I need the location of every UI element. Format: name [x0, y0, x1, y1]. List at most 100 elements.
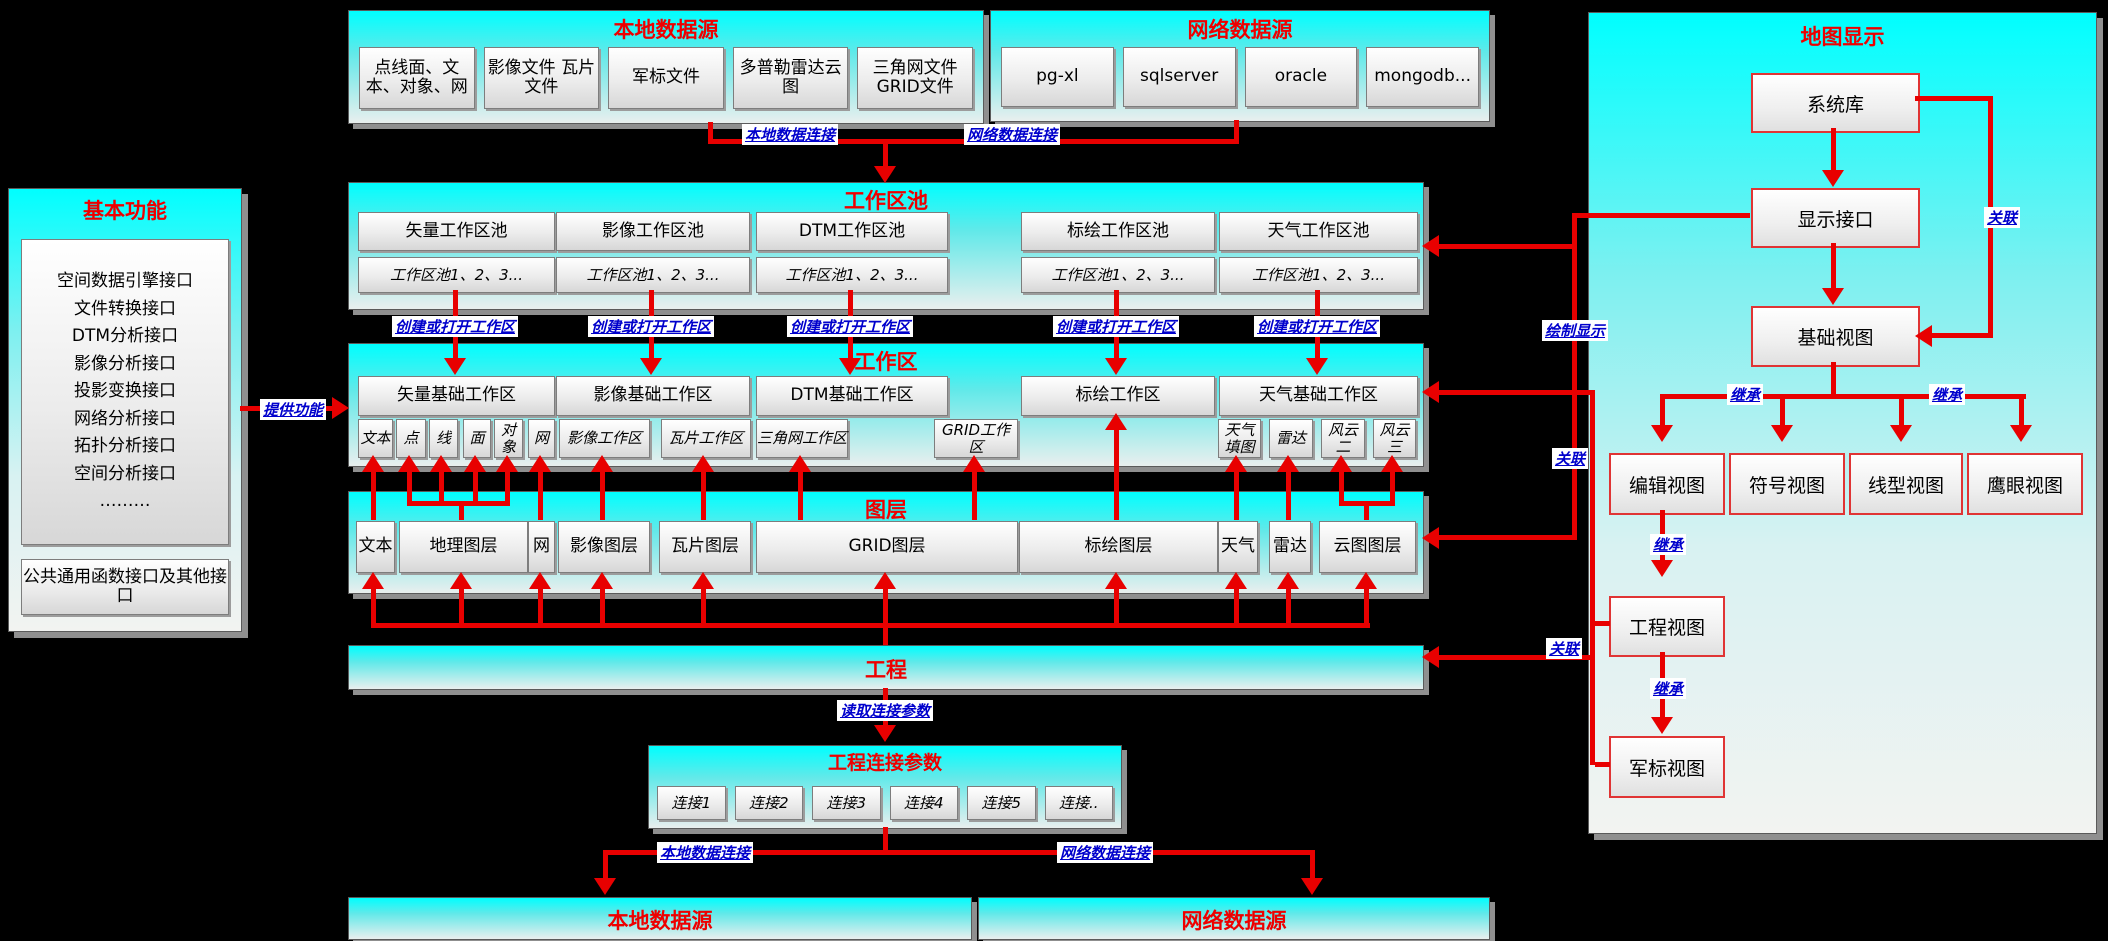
connector-line: [1660, 394, 2026, 399]
arrow-down: [1306, 358, 1328, 375]
connector-line: [798, 469, 803, 520]
node-display-interface: 显示接口: [1751, 188, 1920, 248]
ws-sub-area: 面: [463, 419, 491, 458]
label-inherit-3: 继承: [1649, 534, 1687, 555]
label-inherit-1: 继承: [1726, 384, 1764, 405]
label-inherit-4: 继承: [1649, 678, 1687, 699]
bottom-network-source-band: 网络数据源: [978, 897, 1490, 940]
conn-5: 连接5: [967, 786, 1036, 820]
connector-line: [883, 142, 888, 167]
workspace-title: 工作区: [854, 350, 918, 374]
arrow-down: [1651, 717, 1673, 734]
arrow-down: [594, 878, 616, 895]
arrow-up: [362, 572, 384, 589]
node-project-view: 工程视图: [1609, 596, 1725, 657]
connector-line: [1780, 397, 1785, 427]
pool-weather-items: 工作区池1、2、3...: [1219, 257, 1418, 293]
node-line-view: 线型视图: [1849, 453, 1963, 515]
arrow-up: [692, 455, 714, 472]
arrow-down: [2010, 425, 2032, 442]
node-edit-view: 编辑视图: [1609, 453, 1725, 515]
ws-sub-text: 文本: [358, 419, 393, 458]
arrow-up: [529, 455, 551, 472]
arrow-up: [1277, 455, 1299, 472]
connector-line: [1831, 243, 1836, 289]
ws-sub-tile: 瓦片工作区: [661, 419, 751, 458]
layer-title: 图层: [865, 498, 907, 522]
iface-spatial-engine: 空间数据引擎接口: [57, 271, 193, 292]
iface-network: 网络分析接口: [74, 408, 176, 429]
connector-line: [1577, 213, 1750, 218]
connector-line: [1438, 655, 1595, 660]
arrow-left: [1915, 325, 1932, 347]
ws-sub-fy2: 风云二: [1321, 419, 1365, 458]
connector-line: [1438, 390, 1595, 395]
arrow-up: [963, 455, 985, 472]
connector-line: [600, 469, 605, 520]
connector-line: [1438, 535, 1577, 540]
arrow-up: [1225, 572, 1247, 589]
layer-grid: GRID图层: [756, 521, 1018, 573]
connector-line: [883, 586, 888, 625]
arrow-up: [450, 572, 472, 589]
connector-line: [701, 469, 706, 520]
arrow-down: [1822, 288, 1844, 305]
label-draw-display: 绘制显示: [1541, 320, 1609, 341]
local-item-vector: 点线面、文本、对象、网: [359, 47, 475, 109]
connector-line: [1286, 586, 1291, 625]
arrow-left: [1422, 381, 1439, 403]
label-assoc-project: 关联: [1545, 638, 1583, 659]
conn-4: 连接4: [889, 786, 958, 820]
basic-functions-panel: 基本功能 空间数据引擎接口 文件转换接口 DTM分析接口 影像分析接口 投影变换…: [8, 188, 242, 632]
layer-image: 影像图层: [558, 521, 650, 573]
arrow-up: [464, 455, 486, 472]
connector-line: [1438, 244, 1577, 249]
ws-sub-object: 对象: [494, 419, 523, 458]
pool-plot: 标绘工作区池: [1021, 212, 1215, 251]
map-display-title: 地图显示: [1800, 25, 1885, 49]
connector-line: [473, 469, 478, 503]
label-local-conn-bottom: 本地数据连接: [656, 842, 754, 863]
network-data-source-title: 网络数据源: [1187, 18, 1293, 42]
ws-sub-fy3: 风云三: [1373, 419, 1416, 458]
arrow-up: [591, 572, 613, 589]
connector-line: [1364, 503, 1369, 520]
connector-line: [1364, 586, 1369, 625]
arrow-down: [874, 725, 896, 742]
local-item-doppler: 多普勒雷达云图: [732, 47, 849, 109]
basic-functions-title: 基本功能: [83, 199, 167, 223]
connector-line: [883, 827, 888, 854]
arrow-down: [839, 358, 861, 375]
connector-line: [439, 469, 444, 503]
label-create-open-2: 创建或打开工作区: [587, 316, 715, 337]
db-pgxl: pg-xl: [1001, 47, 1114, 107]
ws-vector-base: 矢量基础工作区: [358, 376, 555, 416]
conn-1: 连接1: [657, 786, 726, 820]
arrow-left: [1422, 646, 1439, 668]
connector-line: [1595, 762, 1610, 767]
bottom-local-source-band: 本地数据源: [348, 897, 972, 940]
connector-line: [1899, 397, 1904, 427]
iface-dtm: DTM分析接口: [71, 326, 179, 347]
connector-line: [1831, 362, 1836, 398]
ws-image-base: 影像基础工作区: [556, 376, 750, 416]
connector-line: [603, 850, 1315, 855]
interface-list-box: 空间数据引擎接口 文件转换接口 DTM分析接口 影像分析接口 投影变换接口 网络…: [21, 239, 229, 545]
db-sqlserver: sqlserver: [1122, 47, 1236, 107]
label-provide: 提供功能: [259, 399, 327, 420]
connector-line: [1590, 390, 1595, 765]
connector-line: [2019, 397, 2024, 427]
workspace-pool-title: 工作区池: [844, 189, 928, 213]
arrow-up: [692, 572, 714, 589]
connector-line: [1572, 213, 1577, 539]
connector-line: [505, 469, 510, 503]
connector-line: [1660, 397, 1665, 427]
arrow-down: [1822, 170, 1844, 187]
arrow-up: [362, 455, 384, 472]
ws-weather-base: 天气基础工作区: [1219, 376, 1418, 416]
bottom-local-title: 本地数据源: [607, 909, 713, 933]
ws-sub-image: 影像工作区: [559, 419, 650, 458]
iface-ellipsis: ………: [99, 491, 151, 512]
arrow-up: [1105, 413, 1127, 430]
